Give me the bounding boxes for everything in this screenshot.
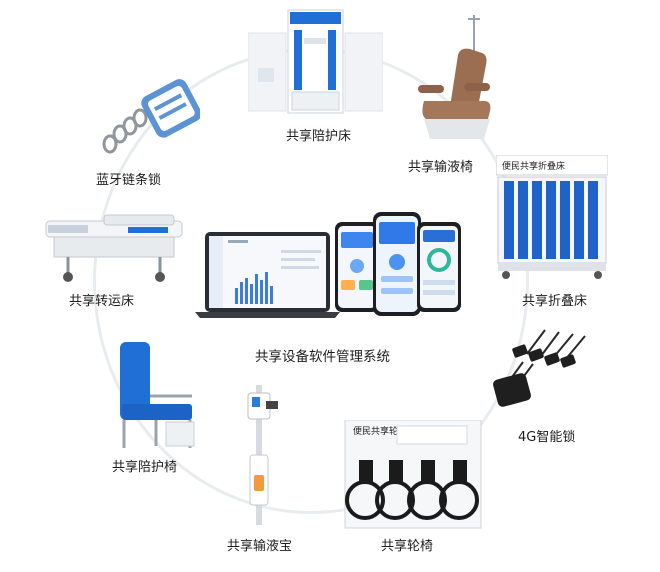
software-devices-illustration	[195, 210, 475, 320]
iv-pole-icon	[236, 385, 286, 525]
node-label-wheelchair: 共享轮椅	[381, 539, 434, 554]
node-label-smart-lock: 4G智能锁	[518, 430, 576, 445]
recliner-chair-icon	[410, 15, 500, 145]
stretcher-icon	[44, 207, 184, 285]
smart-lock-icon	[487, 322, 597, 418]
wheelchair-rack-icon: 便民共享轮椅	[343, 420, 483, 532]
node-label-folding-bed: 共享折叠床	[522, 294, 588, 309]
bluetooth-chain-lock-icon	[100, 78, 200, 160]
folding-cabinet-bed-icon	[248, 8, 383, 116]
wheelchair-sign: 便民共享轮椅	[353, 425, 407, 437]
node-label-escort-chair: 共享陪护椅	[112, 460, 178, 475]
escort-chair-icon	[112, 340, 204, 452]
node-label-infusion-helper: 共享输液宝	[227, 539, 293, 554]
phone-left-icon	[335, 222, 379, 312]
node-label-infusion-chair: 共享输液椅	[408, 160, 474, 175]
center-title: 共享设备软件管理系统	[255, 349, 390, 365]
node-label-escort-bed: 共享陪护床	[286, 129, 352, 144]
node-label-bt-lock: 蓝牙链条锁	[96, 173, 162, 188]
folding-bed-sign: 便民共享折叠床	[502, 160, 565, 172]
phone-right-icon	[417, 222, 461, 312]
phone-middle-icon	[373, 212, 421, 316]
node-label-transfer-bed: 共享转运床	[69, 294, 135, 309]
folding-bed-rack-icon: 便民共享折叠床	[496, 155, 608, 281]
laptop-icon	[195, 232, 340, 318]
